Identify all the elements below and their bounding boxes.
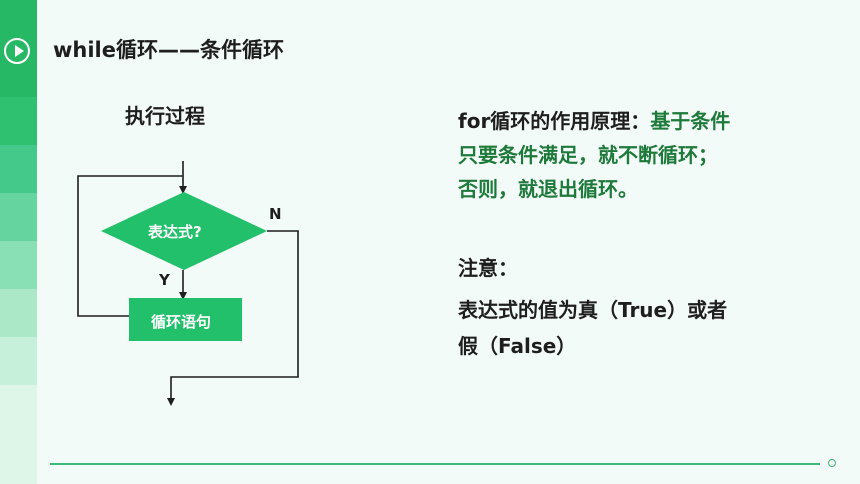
slide-subtitle: 执行过程 (125, 104, 205, 128)
condition-diamond (101, 192, 267, 270)
play-icon (4, 38, 30, 64)
slide-title: while循环——条件循环 (53, 38, 284, 62)
strip-segment (0, 0, 37, 37)
strip-segment (0, 385, 37, 484)
description-line-2: 只要条件满足，就不断循环； (458, 143, 718, 167)
strip-segment (0, 193, 37, 241)
strip-segment (0, 241, 37, 289)
description-plain: for循环的作用原理： (458, 109, 651, 133)
strip-segment (0, 145, 37, 193)
note-block: 注意： 表达式的值为真（True）或者 假（False） (458, 250, 818, 364)
loop-back-line (77, 175, 183, 317)
note-heading: 注意： (458, 256, 518, 280)
strip-segment (0, 337, 37, 385)
description-green: 基于条件 (650, 109, 731, 133)
note-line-2: 假（False） (458, 334, 577, 358)
condition-label: 表达式? (148, 223, 202, 241)
strip-segment (0, 97, 37, 145)
yes-label: Y (159, 271, 170, 289)
no-label: N (269, 205, 282, 223)
left-decor-strip (0, 0, 37, 484)
bottom-dot-icon (828, 459, 836, 467)
bottom-divider (50, 463, 820, 465)
strip-segment (0, 289, 37, 337)
loop-body-box (129, 298, 242, 341)
loop-body-label: 循环语句 (151, 313, 212, 331)
description-block: for循环的作用原理：基于条件 只要条件满足，就不断循环； 否则，就退出循环。 (458, 104, 818, 206)
description-line-3: 否则，就退出循环。 (458, 177, 638, 201)
exit-path (167, 230, 299, 406)
description-line-1: for循环的作用原理：基于条件 (458, 104, 818, 138)
note-line-1: 表达式的值为真（True）或者 (458, 298, 728, 322)
